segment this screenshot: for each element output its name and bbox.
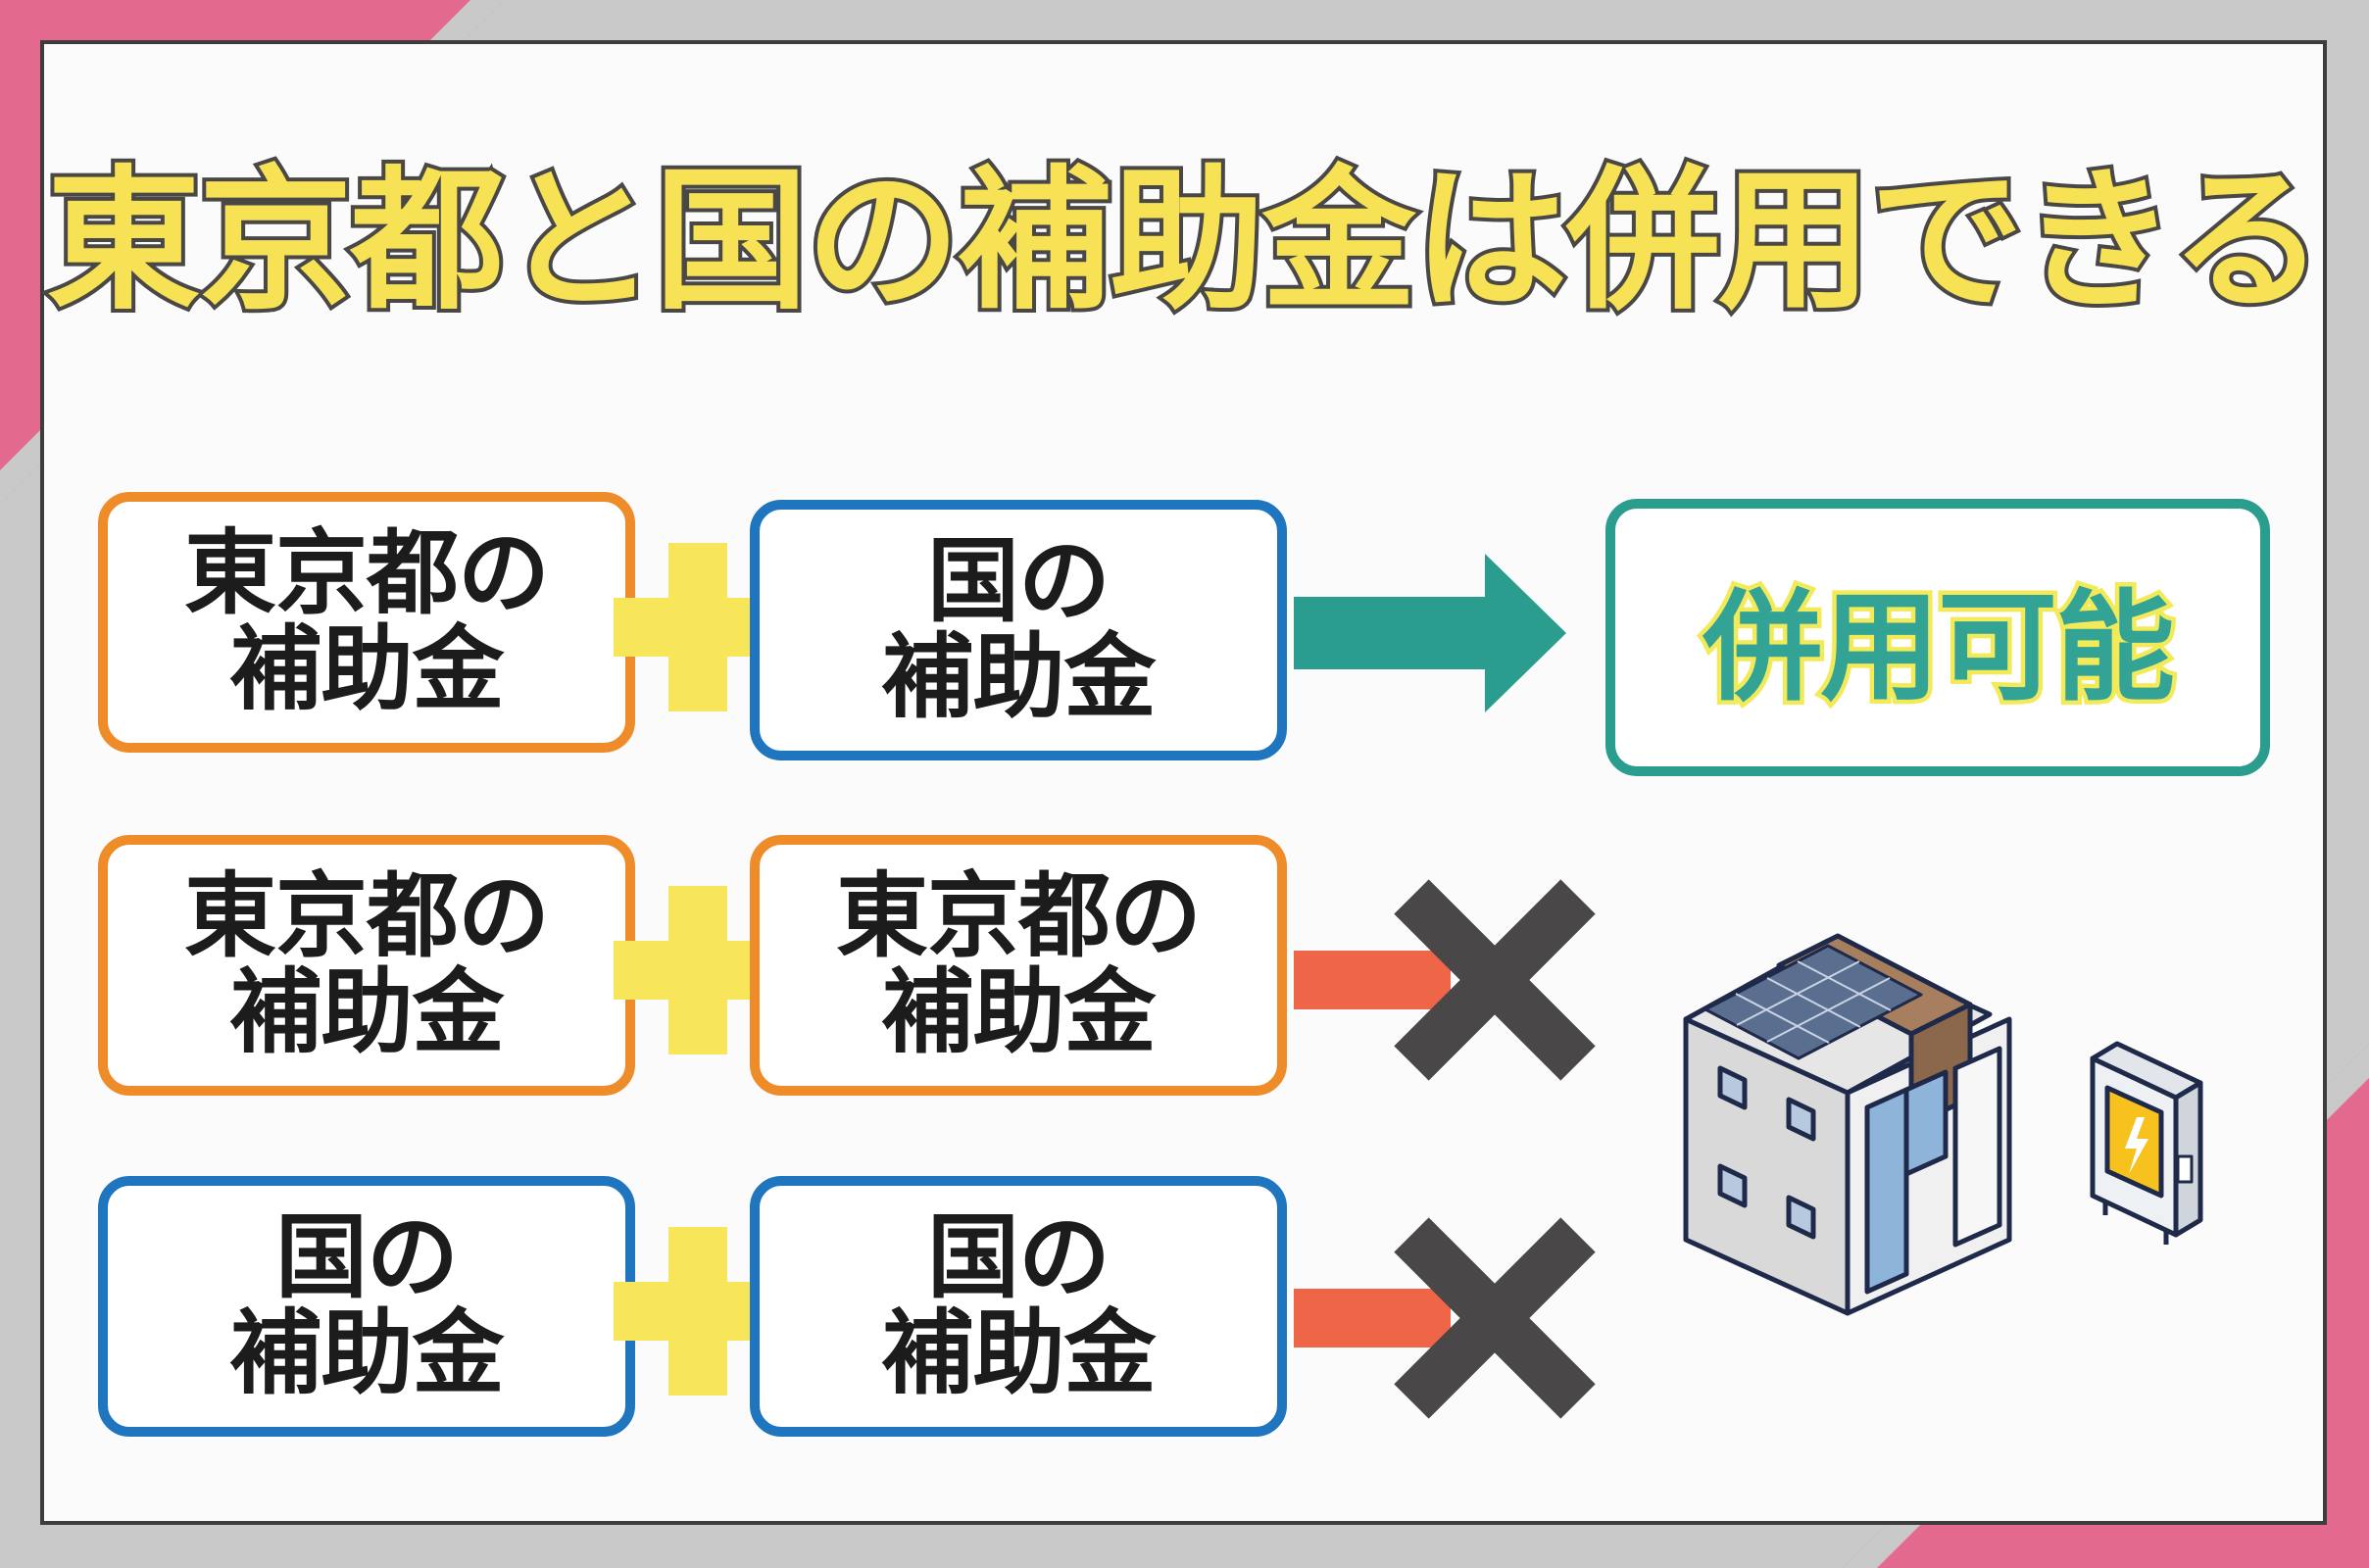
box-label: 東京都の 補助金: [835, 863, 1202, 1066]
page-title: 東京都と国の補助金は併用できる: [43, 152, 2329, 331]
cross-icon: [1394, 1217, 1596, 1419]
arrow-right-icon: [1294, 554, 1566, 712]
box-label: 東京都の 補助金: [183, 863, 550, 1066]
national-subsidy-box-row3-right: 国の 補助金: [750, 1176, 1287, 1437]
cross-icon: [1394, 879, 1596, 1081]
tokyo-subsidy-box-row1: 東京都の 補助金: [98, 492, 635, 753]
box-label: 国の 補助金: [881, 528, 1156, 731]
box-label: 東京都の 補助金: [183, 520, 550, 723]
box-label: 国の 補助金: [881, 1204, 1156, 1407]
result-box: 併用可能: [1605, 499, 2270, 776]
national-subsidy-box-row1: 国の 補助金: [750, 500, 1287, 760]
arrow-stub-icon: [1294, 1289, 1451, 1348]
battery-storage-icon: [2090, 1041, 2203, 1245]
plus-icon: [614, 886, 782, 1054]
tokyo-subsidy-box-row2-right: 東京都の 補助金: [750, 835, 1287, 1096]
house-solar-panel-icon: [1683, 933, 2012, 1316]
arrow-stub-icon: [1294, 951, 1451, 1009]
box-label: 国の 補助金: [229, 1204, 504, 1407]
result-label: 併用可能: [1699, 574, 2180, 722]
plus-icon: [614, 1227, 782, 1396]
national-subsidy-box-row3-left: 国の 補助金: [98, 1176, 635, 1437]
